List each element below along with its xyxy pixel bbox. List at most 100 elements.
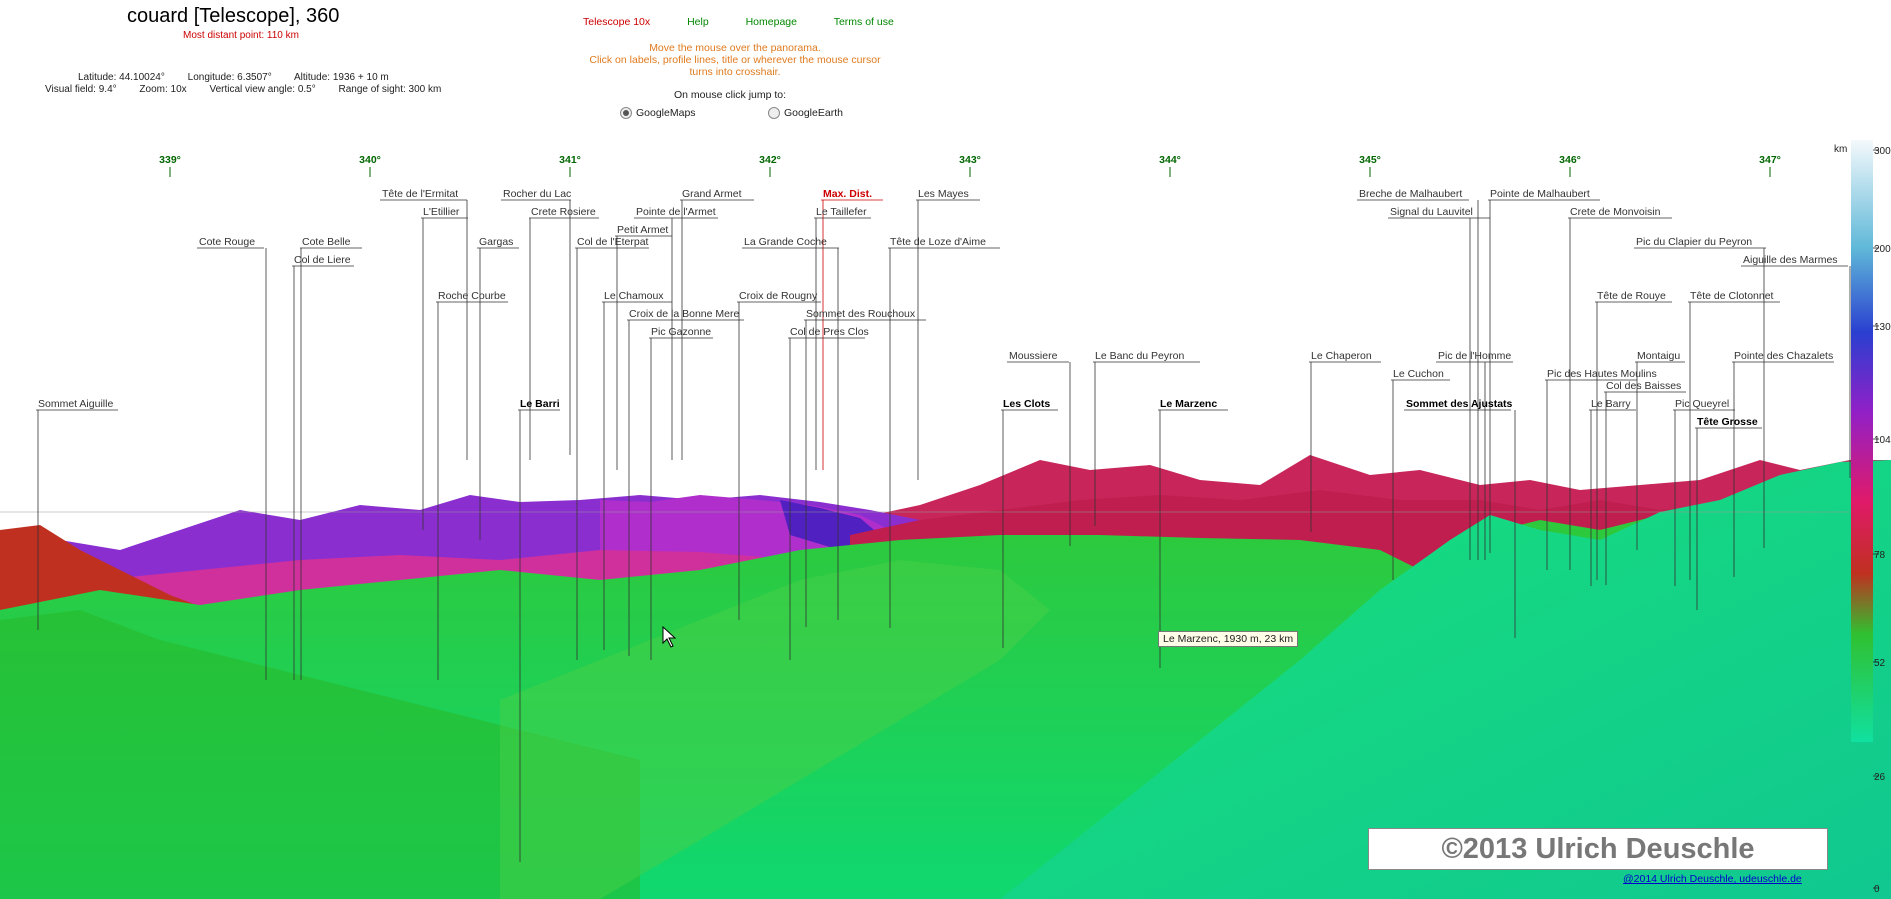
peak-label[interactable]: Cote Rouge xyxy=(199,236,255,248)
peak-label[interactable]: Les Mayes xyxy=(918,188,969,200)
radio-googleearth[interactable]: GoogleEarth xyxy=(768,107,843,119)
peak-label-item[interactable]: La Grande Coche xyxy=(742,236,839,620)
peak-label[interactable]: Grand Armet xyxy=(682,188,742,200)
peak-label-item[interactable]: Col de l'Eterpat xyxy=(575,236,649,660)
peak-label[interactable]: Aiguille des Marmes xyxy=(1743,254,1838,266)
peak-label[interactable]: Breche de Malhaubert xyxy=(1359,188,1462,200)
peak-label-item[interactable]: Col de Pres Clos xyxy=(788,326,869,660)
peak-label[interactable]: Pointe des Chazalets xyxy=(1734,350,1833,362)
peak-label-item[interactable]: Le Taillefer xyxy=(814,206,871,470)
peak-label-item[interactable]: Rocher du Lac xyxy=(501,188,571,455)
peak-label[interactable]: Le Marzenc xyxy=(1160,398,1217,410)
peak-label[interactable]: Croix de Rougny xyxy=(739,290,818,302)
peak-label-item[interactable]: Le Cuchon xyxy=(1391,368,1450,580)
peak-label-item[interactable]: Sommet des Ajustats xyxy=(1404,398,1516,638)
peak-label[interactable]: Tête de Clotonnet xyxy=(1690,290,1774,302)
peak-label[interactable]: Col de l'Eterpat xyxy=(577,236,649,248)
peak-label[interactable]: Col de Pres Clos xyxy=(790,326,869,338)
peak-label-item[interactable]: L'Etillier xyxy=(421,206,468,530)
peak-label-item[interactable]: Tête de Clotonnet xyxy=(1688,290,1780,580)
peak-label-item[interactable]: Pointe des Chazalets xyxy=(1732,350,1834,577)
peak-label[interactable]: Moussiere xyxy=(1009,350,1058,362)
peak-label[interactable]: Le Barri xyxy=(520,398,560,410)
peak-label[interactable]: Tête de l'Ermitat xyxy=(382,188,458,200)
peak-label-item[interactable]: Breche de Malhaubert xyxy=(1357,188,1479,560)
peak-label-item[interactable]: Crete de Monvoisin xyxy=(1568,206,1672,570)
peak-label[interactable]: Les Clots xyxy=(1003,398,1050,410)
peak-label[interactable]: Cote Belle xyxy=(302,236,351,248)
peak-label-item[interactable]: Col de Liere xyxy=(292,254,354,680)
peak-label[interactable]: Le Chamoux xyxy=(604,290,664,302)
peak-label-item[interactable]: Gargas xyxy=(477,236,519,540)
peak-label[interactable]: Pointe de l'Armet xyxy=(636,206,716,218)
panorama-view[interactable]: 339°340°341°342°343°344°345°346°347° Têt… xyxy=(0,140,1891,899)
peak-label[interactable]: Pic Queyrel xyxy=(1675,398,1729,410)
peak-label[interactable]: Tête Grosse xyxy=(1697,416,1758,428)
peak-label[interactable]: L'Etillier xyxy=(423,206,460,218)
radio-googlemaps[interactable]: GoogleMaps xyxy=(620,107,696,119)
peak-label[interactable]: Roche Courbe xyxy=(438,290,506,302)
homepage-link[interactable]: Homepage xyxy=(745,16,797,28)
peak-label[interactable]: Rocher du Lac xyxy=(503,188,571,200)
telescope-link[interactable]: Telescope 10x xyxy=(583,16,651,28)
peak-label[interactable]: Col des Baisses xyxy=(1606,380,1681,392)
peak-label[interactable]: Crete de Monvoisin xyxy=(1570,206,1661,218)
peak-label-item[interactable]: Sommet Aiguille xyxy=(36,398,118,630)
peak-label[interactable]: La Grande Coche xyxy=(744,236,827,248)
peak-label[interactable]: Sommet des Ajustats xyxy=(1406,398,1513,410)
peak-label-item[interactable]: Le Chaperon xyxy=(1309,350,1381,532)
peak-label[interactable]: Max. Dist. xyxy=(823,188,872,200)
peak-label[interactable]: Pic de l'Homme xyxy=(1438,350,1511,362)
peak-label-item[interactable]: Le Barri xyxy=(518,398,560,862)
peak-label-item[interactable]: Pic de l'Homme xyxy=(1436,350,1513,560)
peak-label-item[interactable]: Croix de la Bonne Mere xyxy=(627,308,744,656)
peak-label-item[interactable]: Cote Rouge xyxy=(197,236,267,680)
peak-label[interactable]: Le Barry xyxy=(1591,398,1631,410)
peak-label-item[interactable]: Pic Gazonne xyxy=(649,326,713,660)
peak-label[interactable]: Tête de Rouye xyxy=(1597,290,1666,302)
peak-label-item[interactable]: Tête de Rouye xyxy=(1595,290,1672,580)
peak-label-item[interactable]: Moussiere xyxy=(1007,350,1071,546)
peak-label-item[interactable]: Le Barry xyxy=(1589,398,1636,586)
peak-label-item[interactable]: Signal du Lauvitel xyxy=(1388,206,1490,560)
peak-label-item[interactable]: Roche Courbe xyxy=(436,290,508,680)
help-link[interactable]: Help xyxy=(687,16,709,28)
peak-label[interactable]: Montaigu xyxy=(1637,350,1680,362)
peak-label-item[interactable]: Le Chamoux xyxy=(602,290,672,650)
peak-label-item[interactable]: Montaigu xyxy=(1635,350,1685,550)
peak-label-item[interactable]: Pic des Hautes Moulins xyxy=(1545,368,1657,570)
peak-label[interactable]: Le Taillefer xyxy=(816,206,867,218)
peak-label-item[interactable]: Pointe de l'Armet xyxy=(634,206,718,460)
peak-label-item[interactable]: Tête de Loze d'Aime xyxy=(888,236,1000,628)
peak-label[interactable]: Pic des Hautes Moulins xyxy=(1547,368,1657,380)
peak-label[interactable]: Pointe de Malhaubert xyxy=(1490,188,1590,200)
peak-label-item[interactable]: Pointe de Malhaubert xyxy=(1488,188,1600,553)
peak-label-item[interactable]: Grand Armet xyxy=(680,188,754,460)
peak-label[interactable]: Sommet des Rouchoux xyxy=(806,308,916,320)
peak-label-item[interactable]: Aiguille des Marmes xyxy=(1741,254,1851,478)
peak-labels[interactable]: Tête de l'Ermitat Rocher du Lac Grand Arme… xyxy=(36,188,1851,862)
peak-label-item[interactable]: Sommet des Rouchoux xyxy=(804,308,926,627)
terms-link[interactable]: Terms of use xyxy=(833,16,894,28)
peak-label-item[interactable]: Petit Armet xyxy=(615,224,672,470)
peak-label-item[interactable]: Pic Queyrel xyxy=(1673,398,1735,586)
peak-label-item[interactable]: Pic du Clapier du Peyron xyxy=(1634,236,1766,548)
peak-label-item[interactable]: Max. Dist. xyxy=(821,188,883,470)
peak-label-item[interactable]: Le Banc du Peyron xyxy=(1093,350,1200,526)
peak-label-item[interactable]: Les Clots xyxy=(1001,398,1058,648)
peak-label[interactable]: Sommet Aiguille xyxy=(38,398,113,410)
peak-label-item[interactable]: Cote Belle xyxy=(300,236,362,680)
peak-label[interactable]: Pic Gazonne xyxy=(651,326,711,338)
peak-label[interactable]: Gargas xyxy=(479,236,513,248)
peak-label-item[interactable]: Tête de l'Ermitat xyxy=(380,188,468,460)
peak-label-item[interactable]: Tête Grosse xyxy=(1695,416,1762,610)
peak-label[interactable]: Le Chaperon xyxy=(1311,350,1372,362)
peak-label[interactable]: Col de Liere xyxy=(294,254,351,266)
peak-label[interactable]: Le Banc du Peyron xyxy=(1095,350,1184,362)
peak-label-item[interactable]: Col des Baisses xyxy=(1604,380,1686,585)
panorama-title[interactable]: couard [Telescope], 360 xyxy=(127,5,340,27)
peak-label-item[interactable]: Croix de Rougny xyxy=(737,290,821,620)
peak-label-item[interactable]: Crete Rosiere xyxy=(529,206,599,460)
peak-label[interactable]: Crete Rosiere xyxy=(531,206,596,218)
peak-label[interactable]: Croix de la Bonne Mere xyxy=(629,308,739,320)
